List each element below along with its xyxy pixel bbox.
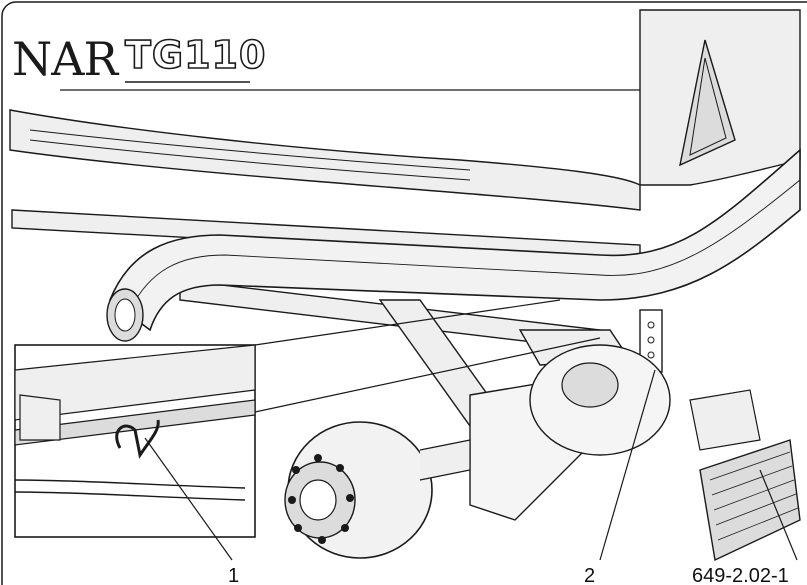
main-pipe: [106, 148, 801, 342]
callout-1-leader: [144, 437, 233, 561]
brand-text: NAR: [12, 32, 119, 86]
tank-body: [9, 9, 801, 211]
wheel-hub: [284, 421, 471, 559]
wheel: [529, 344, 671, 456]
figure-id: 649-2.02-1: [692, 565, 789, 585]
figure-id-leader: [759, 469, 798, 561]
callout-2-label: 2: [584, 565, 595, 585]
hose-holder-hook: [115, 419, 160, 459]
hose-holder-bracket: [639, 309, 663, 373]
model-text: TG110: [125, 33, 266, 77]
callout-2-leader: [599, 369, 656, 561]
callout-1-label: 1: [228, 565, 239, 585]
filter-bracket: [689, 389, 801, 562]
detail-inset: [14, 299, 601, 538]
